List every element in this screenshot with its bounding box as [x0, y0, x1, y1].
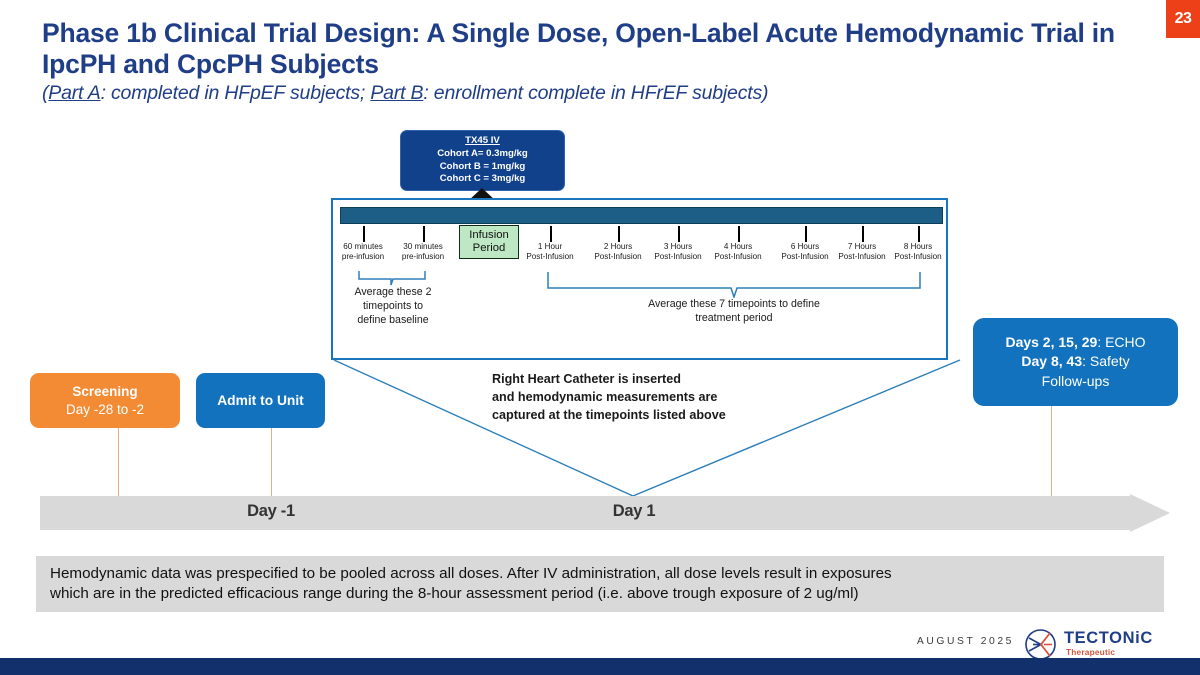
- timepoint-label-line1: 30 minutes: [403, 242, 443, 251]
- screening-box: Screening Day -28 to -2: [30, 373, 180, 428]
- timepoint-label-line2: Post-Infusion: [781, 252, 829, 262]
- timepoint-tick: [738, 226, 740, 242]
- infusion-label-line1: Infusion: [469, 229, 509, 242]
- timepoint-label-line1: 6 Hours: [790, 242, 820, 251]
- timepoint-label-line1: 60 minutes: [343, 242, 383, 251]
- logo-wordmark: TECTONiC: [1064, 629, 1153, 647]
- timepoint-label-line2: Post-Infusion: [526, 252, 574, 262]
- followup-connector-line: [1051, 406, 1053, 500]
- footer-bar: [0, 658, 1200, 675]
- timepoint-tick: [363, 226, 365, 242]
- baseline-annotation-line1: Average these 2: [354, 286, 432, 298]
- dose-cohort-c: Cohort C = 3mg/kg: [439, 173, 526, 185]
- rhc-line2: and hemodynamic measurements are: [492, 389, 718, 404]
- page-title: Phase 1b Clinical Trial Design: A Single…: [42, 18, 1115, 79]
- treatment-annotation: Average these 7 timepoints to define tre…: [648, 298, 820, 326]
- timepoint-tick: [678, 226, 680, 242]
- timepoint-label-line1: 1 Hour: [537, 242, 563, 251]
- followup-days-echo-bold: Days 2, 15, 29: [1005, 334, 1098, 351]
- timepoint-tick: [550, 226, 552, 242]
- page-number-badge: 23: [1166, 0, 1200, 38]
- bottom-caption: Hemodynamic data was prespecified to be …: [36, 556, 1164, 612]
- tx45-dose-box: TX45 IV Cohort A= 0.3mg/kg Cohort B = 1m…: [400, 130, 565, 191]
- infusion-period-box: Infusion Period: [459, 225, 519, 259]
- timepoint-label-line1: 8 Hours: [903, 242, 933, 251]
- screening-title: Screening: [72, 383, 138, 399]
- followup-line2: Day 8, 43: Safety: [1021, 352, 1129, 371]
- caption-line1: Hemodynamic data was prespecified to be …: [50, 565, 892, 582]
- timepoint-tick: [805, 226, 807, 242]
- treatment-annotation-line2: treatment period: [695, 311, 773, 324]
- timepoint-label-line2: pre-infusion: [401, 252, 445, 262]
- timepoint-label-line1: 4 Hours: [723, 242, 753, 251]
- frame-to-day1-connector: [333, 359, 961, 497]
- part-a-text: : completed in HFpEF subjects;: [100, 82, 371, 105]
- right-heart-catheter-note: Right Heart Catheter is inserted and hem…: [492, 371, 792, 425]
- timepoint-label-line1: 7 Hours: [847, 242, 877, 251]
- timepoint-label-line2: Post-Infusion: [838, 252, 886, 262]
- dose-box-heading: TX45 IV: [465, 135, 500, 147]
- subtitle-open-paren: (: [42, 82, 49, 105]
- part-b-label: Part B: [370, 82, 424, 105]
- tectonic-mark-icon: [1025, 629, 1056, 660]
- followup-line3: Follow-ups: [1041, 372, 1110, 389]
- dose-cohort-b: Cohort B = 1mg/kg: [439, 160, 526, 172]
- timepoint-label-line2: Post-Infusion: [714, 252, 762, 262]
- timepoint-tick: [918, 226, 920, 242]
- followup-days-safety-rest: : Safety: [1082, 353, 1130, 370]
- followup-box: Days 2, 15, 29: ECHO Day 8, 43: Safety F…: [973, 318, 1178, 406]
- logo-tagline: Therapeutic: [1066, 647, 1116, 657]
- rhc-line3: captured at the timepoints listed above: [492, 407, 726, 422]
- timeline-axis-arrow: [40, 494, 1170, 532]
- timepoint-label-line2: Post-Infusion: [594, 252, 642, 262]
- screening-subtitle: Day -28 to -2: [65, 401, 145, 417]
- timepoint-label-line1: 3 Hours: [663, 242, 693, 251]
- timepoint-label-line2: Post-Infusion: [894, 252, 942, 262]
- page-subtitle: (Part A: completed in HFpEF subjects; Pa…: [42, 82, 1132, 105]
- axis-label-day-1: Day 1: [612, 502, 656, 520]
- footer-date: AUGUST 2025: [916, 636, 1014, 647]
- treatment-annotation-line1: Average these 7 timepoints to define: [648, 298, 820, 310]
- timepoint-label-line2: Post-Infusion: [654, 252, 702, 262]
- treatment-bracket-icon: [547, 272, 921, 298]
- followup-days-echo-rest: : ECHO: [1097, 334, 1146, 351]
- followup-days-safety-bold: Day 8, 43: [1021, 353, 1083, 370]
- timepoint-label-line1: 2 Hours: [603, 242, 633, 251]
- baseline-annotation: Average these 2 timepoints to define bas…: [355, 286, 432, 327]
- tectonic-logo: TECTONiC Therapeutic: [1024, 628, 1176, 661]
- timepoint-tick: [618, 226, 620, 242]
- admit-to-unit-box: Admit to Unit: [196, 373, 325, 428]
- title-block: Phase 1b Clinical Trial Design: A Single…: [42, 18, 1132, 106]
- baseline-annotation-line3: define baseline: [357, 313, 429, 326]
- part-b-text: : enrollment complete in HFrEF subjects): [423, 82, 769, 105]
- caption-line2: which are in the predicted efficacious r…: [50, 585, 859, 603]
- timeline-bar: [340, 207, 943, 224]
- axis-label-day-minus-1: Day -1: [247, 502, 295, 520]
- part-a-label: Part A: [48, 82, 101, 105]
- rhc-line1: Right Heart Catheter is inserted: [492, 372, 681, 386]
- dose-cohort-a: Cohort A= 0.3mg/kg: [437, 147, 528, 159]
- timepoint-tick: [423, 226, 425, 242]
- infusion-label-line2: Period: [472, 242, 506, 254]
- followup-line1: Days 2, 15, 29: ECHO: [1005, 333, 1145, 352]
- screening-connector-line: [118, 428, 120, 500]
- timepoint-label-line2: pre-infusion: [341, 252, 385, 262]
- baseline-annotation-line2: timepoints to: [362, 299, 424, 312]
- timepoint-tick: [862, 226, 864, 242]
- admit-connector-line: [271, 428, 273, 500]
- baseline-bracket-icon: [358, 271, 426, 286]
